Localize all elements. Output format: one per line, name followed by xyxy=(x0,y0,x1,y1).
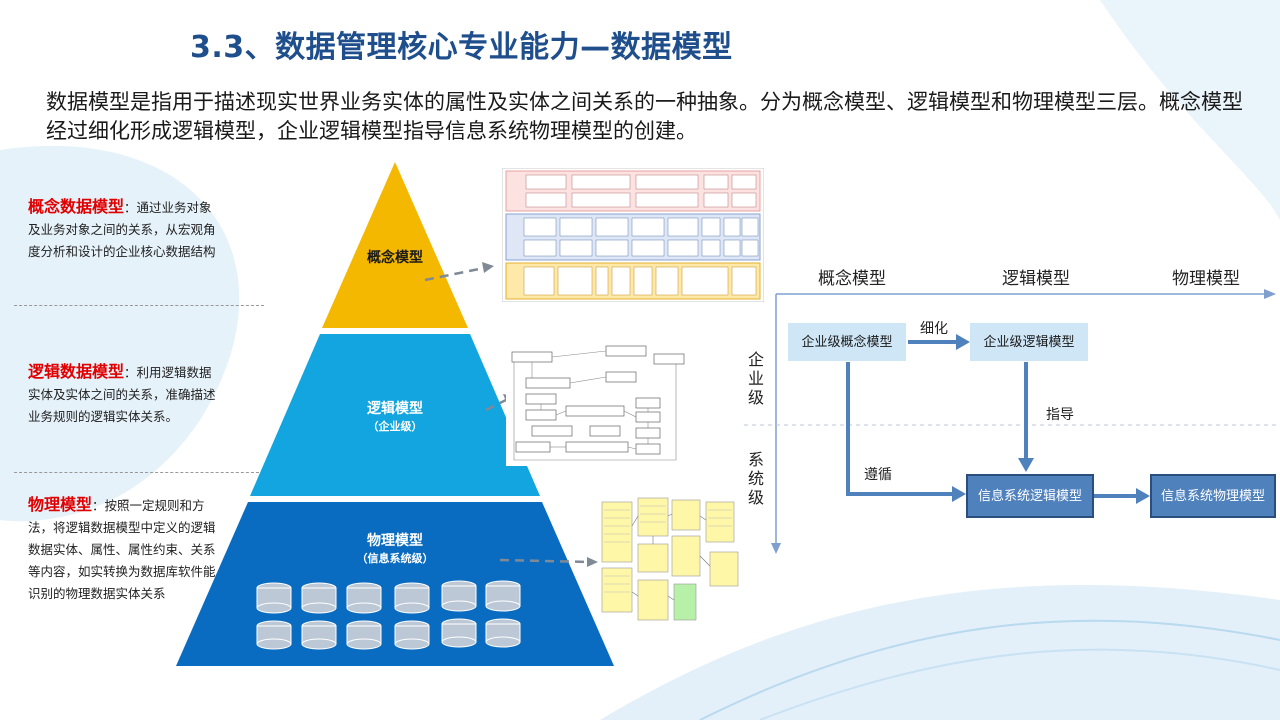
flow-row-system: 系统级 xyxy=(747,450,764,507)
flow-column-logical: 逻辑模型 xyxy=(1002,269,1070,289)
divider xyxy=(14,472,264,473)
conceptual-model-diagram-thumbnail xyxy=(502,168,764,302)
side-text-conceptual: ：通过业务对象及业务对象之间的关系，从宏观角度分析和设计的企业核心数据结构 xyxy=(28,200,216,259)
pyramid-top-text: 概念模型 xyxy=(367,250,423,266)
side-text-logical: ：利用逻辑数据实体及实体之间的关系，准确描述业务规则的逻辑实体关系。 xyxy=(28,365,216,424)
pyramid-middle-text: 逻辑模型 xyxy=(367,401,423,417)
flow-edge-guide: 指导 xyxy=(1046,407,1074,423)
database-icons xyxy=(256,580,521,650)
logical-model-diagram-thumbnail xyxy=(506,342,692,466)
divider xyxy=(14,305,264,306)
intro-paragraph: 数据模型是指用于描述现实世界业务实体的属性及实体之间关系的一种抽象。分为概念模型… xyxy=(46,90,1243,143)
pyramid-top-label: 概念模型 xyxy=(355,247,435,267)
pyramid-middle-subtext: （企业级） xyxy=(367,420,423,433)
side-heading-logical: 逻辑数据模型 xyxy=(28,362,125,381)
pyramid-top-layer xyxy=(322,162,468,328)
flow-column-physical: 物理模型 xyxy=(1172,269,1240,289)
pyramid-bottom-subtext: （信息系统级） xyxy=(356,552,434,565)
flow-box-system-logical: 信息系统逻辑模型 xyxy=(966,474,1094,518)
flow-edge-follow: 遵循 xyxy=(864,467,892,483)
side-heading-conceptual: 概念数据模型 xyxy=(28,197,125,216)
arrow-follow xyxy=(846,362,952,496)
pyramid-bottom-text: 物理模型 xyxy=(367,533,423,549)
side-note-conceptual: 概念数据模型：通过业务对象及业务对象之间的关系，从宏观角度分析和设计的企业核心数… xyxy=(28,196,218,263)
flow-box-system-physical: 信息系统物理模型 xyxy=(1150,474,1276,518)
flow-box-enterprise-conceptual: 企业级概念模型 xyxy=(788,323,906,361)
flow-box-enterprise-logical: 企业级逻辑模型 xyxy=(970,323,1088,361)
physical-model-diagram-thumbnail xyxy=(598,496,746,626)
pyramid-bottom-label: 物理模型 （信息系统级） xyxy=(340,530,450,566)
side-heading-physical: 物理模型 xyxy=(28,495,93,514)
flow-column-conceptual: 概念模型 xyxy=(818,269,886,289)
side-text-physical: ：按照一定规则和方法，将逻辑数据模型中定义的逻辑数据实体、属性、属性约束、关系等… xyxy=(28,498,216,601)
flow-row-enterprise: 企业级 xyxy=(747,350,764,407)
side-note-physical: 物理模型：按照一定规则和方法，将逻辑数据模型中定义的逻辑数据实体、属性、属性约束… xyxy=(28,494,218,605)
pyramid-pointers xyxy=(424,266,591,564)
side-note-logical: 逻辑数据模型：利用逻辑数据实体及实体之间的关系，准确描述业务规则的逻辑实体关系。 xyxy=(28,361,218,428)
pyramid-middle-label: 逻辑模型 （企业级） xyxy=(340,398,450,434)
flow-edge-refine: 细化 xyxy=(920,321,948,337)
pyramid-middle-layer xyxy=(250,334,540,496)
page-title: 3.3、数据管理核心专业能力—数据模型 xyxy=(190,30,733,65)
